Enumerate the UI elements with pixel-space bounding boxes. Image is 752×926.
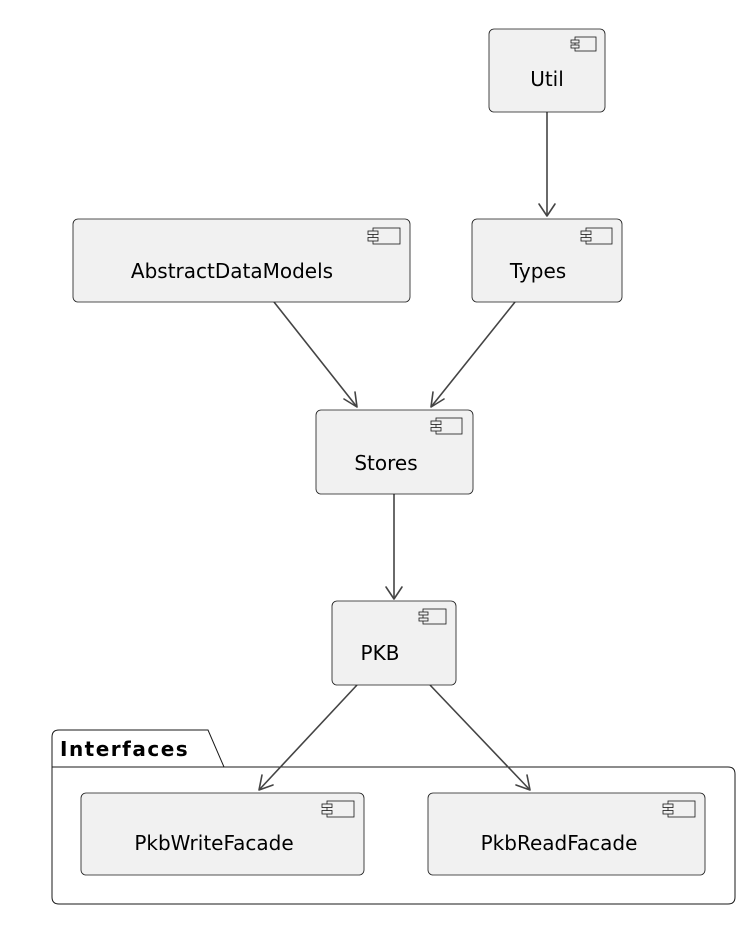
component-label: AbstractDataModels <box>131 259 333 283</box>
component-icon <box>570 36 597 52</box>
component-pkb[interactable]: PKB <box>331 600 457 686</box>
component-stores[interactable]: Stores <box>315 409 474 495</box>
component-types[interactable]: Types <box>471 218 623 303</box>
edge-pkb-pkbwritefacade <box>258 684 358 791</box>
edge-types-stores <box>430 301 516 408</box>
component-util[interactable]: Util <box>488 28 606 113</box>
component-pkb-write-facade[interactable]: PkbWriteFacade <box>80 792 365 876</box>
component-label: Util <box>530 67 564 91</box>
component-pkb-read-facade[interactable]: PkbReadFacade <box>427 792 706 876</box>
component-label: Types <box>509 259 566 283</box>
edge-stores-pkb <box>385 494 403 600</box>
component-icon <box>662 800 696 818</box>
component-icon <box>321 800 355 818</box>
component-abstract-data-models[interactable]: AbstractDataModels <box>72 218 411 303</box>
component-label: Stores <box>354 451 417 475</box>
edge-util-types <box>538 112 556 217</box>
component-label: PKB <box>361 641 400 665</box>
component-label: PkbWriteFacade <box>134 831 293 855</box>
package-label: Interfaces <box>60 737 189 761</box>
component-icon <box>430 417 463 435</box>
edge-abstractdatamodels-stores <box>273 301 358 408</box>
edge-pkb-pkbreadfacade <box>429 684 531 791</box>
component-icon <box>418 608 447 625</box>
component-icon <box>580 227 613 245</box>
component-icon <box>367 227 401 245</box>
edges <box>258 112 556 791</box>
component-label: PkbReadFacade <box>481 831 638 855</box>
